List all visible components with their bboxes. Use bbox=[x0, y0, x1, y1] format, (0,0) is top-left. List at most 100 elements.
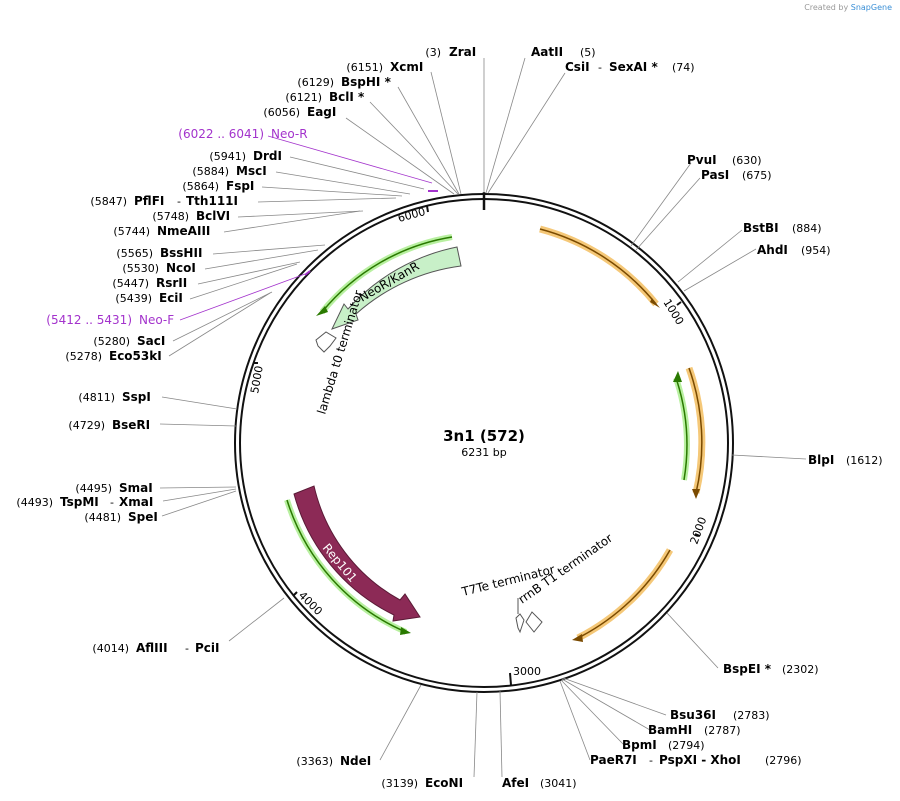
plasmid-length: 6231 bp bbox=[461, 446, 506, 459]
site-drdi-pos: (5941) bbox=[209, 150, 246, 163]
site-ndei-pos: (3363) bbox=[296, 755, 333, 768]
site-smai-pos: (4495) bbox=[75, 482, 112, 495]
site-spei-pos: (4481) bbox=[84, 511, 121, 524]
site-nmeaiii-pos: (5744) bbox=[113, 225, 150, 238]
site-pvui-name[interactable]: PvuI bbox=[687, 153, 717, 167]
site-afei-pos: (3041) bbox=[540, 777, 577, 790]
site-bseri-name[interactable]: BseRI bbox=[112, 418, 150, 432]
site-bamhi-name[interactable]: BamHI bbox=[648, 723, 692, 737]
site-smai-name[interactable]: SmaI bbox=[119, 481, 153, 495]
green-arc-right-line bbox=[675, 377, 688, 481]
site-msci-name[interactable]: MscI bbox=[236, 164, 267, 178]
orf-arc-1 bbox=[539, 225, 659, 307]
neor-kanr-arrow[interactable] bbox=[331, 246, 462, 330]
site-bclvi-pos: (5748) bbox=[152, 210, 189, 223]
site-eagi-pos: (6056) bbox=[263, 106, 300, 119]
site-afei-name[interactable]: AfeI bbox=[502, 776, 529, 790]
site-spei-name[interactable]: SpeI bbox=[128, 510, 158, 524]
snapgene-brand: SnapGene bbox=[850, 3, 892, 12]
paer7i-dash: - bbox=[649, 754, 653, 767]
site-bstbi-name[interactable]: BstBI bbox=[743, 221, 779, 235]
neo-f-primer-bar bbox=[304, 270, 311, 276]
rrnb-t1-terminator-icon bbox=[525, 611, 543, 633]
primer-neo-f-name[interactable]: Neo-F bbox=[139, 313, 174, 327]
orf-arc-1-line bbox=[539, 228, 657, 305]
tick-label-3000: 3000 bbox=[513, 665, 541, 678]
site-xcmi-name[interactable]: XcmI bbox=[390, 60, 423, 74]
site-blpi-name[interactable]: BlpI bbox=[808, 453, 834, 467]
site-eagi-name[interactable]: EagI bbox=[307, 105, 336, 119]
site-bsshii-name[interactable]: BssHII bbox=[160, 246, 202, 260]
site-econi-name[interactable]: EcoNI bbox=[425, 776, 463, 790]
site-xmai-name[interactable]: XmaI bbox=[119, 495, 153, 509]
csii-dash: - bbox=[598, 61, 602, 74]
site-csii-name[interactable]: CsiI bbox=[565, 60, 590, 74]
orf-arc-1-head bbox=[650, 298, 660, 308]
neor-kanr-label: NeoR/KanR bbox=[357, 259, 422, 305]
site-sexai-name[interactable]: SexAI * bbox=[609, 60, 658, 74]
tick-marks bbox=[253, 205, 701, 686]
site-bpmi-pos: (2794) bbox=[668, 739, 705, 752]
site-bclvi-name[interactable]: BclVI bbox=[196, 209, 230, 223]
site-saci-name[interactable]: SacI bbox=[137, 334, 165, 348]
site-saci-pos: (5280) bbox=[93, 335, 130, 348]
site-bsphi-name[interactable]: BspHI * bbox=[341, 75, 392, 89]
site-bcli-pos: (6121) bbox=[285, 91, 322, 104]
site-pasi-pos: (675) bbox=[742, 169, 772, 182]
site-fspi-name[interactable]: FspI bbox=[226, 179, 254, 193]
site-pasi-name[interactable]: PasI bbox=[701, 168, 729, 182]
site-nmeaiii-name[interactable]: NmeAIII bbox=[157, 224, 210, 238]
site-tspmi-name[interactable]: TspMI bbox=[60, 495, 99, 509]
site-fspi-pos: (5864) bbox=[182, 180, 219, 193]
site-sspi-name[interactable]: SspI bbox=[122, 390, 151, 404]
site-bcli-name[interactable]: BclI * bbox=[329, 90, 365, 104]
site-pflfi-name[interactable]: PflFI bbox=[134, 194, 164, 208]
site-ecii-pos: (5439) bbox=[115, 292, 152, 305]
primer-neo-r-name[interactable]: Neo-R bbox=[271, 127, 308, 141]
orf-arcs bbox=[539, 225, 706, 642]
orf-arc-3-line bbox=[577, 549, 671, 639]
orf-arc-2-line bbox=[688, 367, 703, 494]
tick-label-2000: 2000 bbox=[688, 515, 710, 546]
site-pflfi-pos: (5847) bbox=[90, 195, 127, 208]
site-msci-pos: (5884) bbox=[192, 165, 229, 178]
site-rsrii-name[interactable]: RsrII bbox=[156, 276, 187, 290]
site-pvui-pos: (630) bbox=[732, 154, 762, 167]
site-eco53ki-name[interactable]: Eco53kI bbox=[109, 349, 162, 363]
site-aatii-pos: (5) bbox=[580, 46, 596, 59]
site-bsphi-pos: (6129) bbox=[297, 76, 334, 89]
site-ecii-name[interactable]: EciI bbox=[159, 291, 183, 305]
rep101-arrow[interactable] bbox=[293, 485, 421, 622]
site-bspei-name[interactable]: BspEI * bbox=[723, 662, 772, 676]
site-xcmi-pos: (6151) bbox=[346, 61, 383, 74]
site-afliii-name[interactable]: AflIII bbox=[136, 641, 168, 655]
site-bsshii-pos: (5565) bbox=[116, 247, 153, 260]
site-tth111i-name[interactable]: Tth111I bbox=[186, 194, 238, 208]
tick-label-5000: 5000 bbox=[248, 365, 266, 395]
site-zrai-name[interactable]: ZraI bbox=[449, 45, 476, 59]
tspmi-dash: - bbox=[110, 496, 114, 509]
site-bamhi-pos: (2787) bbox=[704, 724, 741, 737]
primer-neo-f-pos: (5412 .. 5431) bbox=[46, 313, 132, 327]
t7te-terminator-icon bbox=[515, 613, 525, 634]
green-arc-left-line bbox=[286, 499, 407, 633]
site-pcii-name[interactable]: PciI bbox=[195, 641, 220, 655]
site-aatii-name[interactable]: AatII bbox=[531, 45, 563, 59]
site-csii-pos: (74) bbox=[672, 61, 695, 74]
site-drdi-name[interactable]: DrdI bbox=[253, 149, 282, 163]
afliii-dash: - bbox=[185, 642, 189, 655]
green-arc-top-head bbox=[316, 306, 328, 316]
site-paer7i-name[interactable]: PaeR7I bbox=[590, 753, 637, 767]
site-ahdi-name[interactable]: AhdI bbox=[757, 243, 788, 257]
site-bsu36i-name[interactable]: Bsu36I bbox=[670, 708, 716, 722]
site-blpi-pos: (1612) bbox=[846, 454, 883, 467]
site-bspei-pos: (2302) bbox=[782, 663, 819, 676]
site-pspxi-xhoi-name[interactable]: PspXI - XhoI bbox=[659, 753, 741, 767]
site-paer7i-pos: (2796) bbox=[765, 754, 802, 767]
site-ncoi-name[interactable]: NcoI bbox=[166, 261, 196, 275]
site-zrai-pos: (3) bbox=[425, 46, 441, 59]
site-bpmi-name[interactable]: BpmI bbox=[622, 738, 657, 752]
site-ndei-name[interactable]: NdeI bbox=[340, 754, 371, 768]
site-eco53ki-pos: (5278) bbox=[65, 350, 102, 363]
